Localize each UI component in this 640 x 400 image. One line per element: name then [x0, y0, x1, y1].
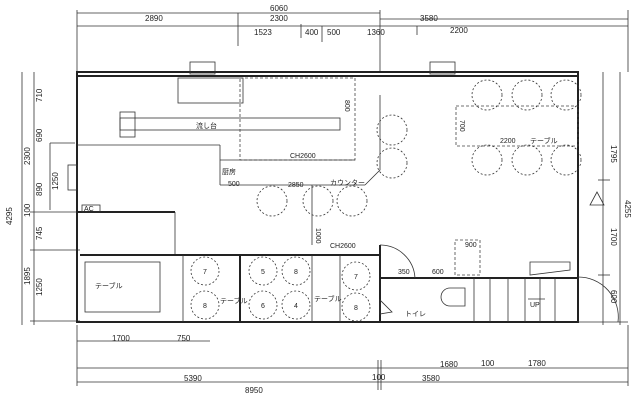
- table-mid-label: テーブル: [220, 296, 248, 305]
- dim-710: 710: [35, 88, 44, 102]
- dim-890: 890: [35, 182, 44, 196]
- dim-8950: 8950: [245, 386, 263, 395]
- stool-number: 8: [354, 305, 358, 312]
- dim-2850: 2850: [288, 182, 304, 189]
- dim-5390: 5390: [184, 374, 202, 383]
- dim-1780: 1780: [528, 359, 546, 368]
- dim-1700: 1700: [609, 228, 618, 246]
- dim-750: 750: [177, 334, 191, 343]
- dim-690: 690: [35, 128, 44, 142]
- ceiling-height-b: CH2600: [330, 243, 356, 250]
- ac-label: AC: [84, 206, 94, 213]
- dim-1795: 1795: [609, 145, 618, 163]
- dim-500: 500: [327, 28, 341, 37]
- dim-1680: 1680: [440, 360, 458, 369]
- ceiling-height-a: CH2600: [290, 153, 316, 160]
- dim-1523: 1523: [254, 28, 272, 37]
- dim-100-bottom: 100: [481, 359, 495, 368]
- dim-6060: 6060: [270, 4, 288, 13]
- stool-number: 7: [354, 274, 358, 281]
- stool-number: 4: [294, 303, 298, 310]
- dim-100-mid: 100: [372, 373, 386, 382]
- stool-number: 6: [261, 303, 265, 310]
- top-dimensions: 6060 2890 2300 3580 1523 400 500 1360 22…: [76, 4, 629, 72]
- counter-label: カウンター: [330, 178, 365, 187]
- right-dimensions: 1795 1700 600 4255: [598, 72, 632, 325]
- dim-2200: 2200: [450, 26, 468, 35]
- sink-label: 流し台: [196, 121, 217, 130]
- dim-745: 745: [35, 226, 44, 240]
- dim-3580-bottom: 3580: [422, 374, 440, 383]
- dim-4255: 4255: [623, 200, 632, 218]
- dim-2300: 2300: [270, 14, 288, 23]
- counter-stools: [256, 185, 368, 217]
- stool-number: 7: [203, 269, 207, 276]
- dim-100: 100: [23, 203, 32, 217]
- dim-4295: 4295: [5, 207, 14, 225]
- kitchen-label: 厨房: [222, 167, 236, 176]
- up-label: UP: [530, 302, 540, 309]
- bottom-dimensions: 1700 750 1680 100 1780 5390 100 3580 895…: [76, 325, 629, 395]
- dim-2300-left: 2300: [23, 147, 32, 165]
- dim-600-inner: 600: [432, 269, 444, 276]
- bottom-seating: テーブル 7 8 5 8 6 4 7 8 テーブル テーブル: [84, 256, 371, 322]
- dim-1360: 1360: [367, 28, 385, 37]
- stool-number: 5: [261, 269, 265, 276]
- stool-number: 8: [203, 303, 207, 310]
- dim-700: 700: [458, 120, 465, 132]
- stool-number: 8: [294, 269, 298, 276]
- table-left-label: テーブル: [95, 281, 123, 290]
- dim-1250: 1250: [35, 278, 44, 296]
- kitchen-area: 流し台 CH2600 厨房 500 2850 カウンター CH2600 1000…: [67, 61, 456, 250]
- toilet-label: トイレ: [405, 311, 426, 318]
- dim-1895: 1895: [23, 267, 32, 285]
- dim-1700-bottom: 1700: [112, 334, 130, 343]
- dim-900: 900: [465, 242, 477, 249]
- dim-1250-inner: 1250: [51, 172, 60, 190]
- table-mid2-label: テーブル: [314, 294, 342, 303]
- left-dimensions: 710 690 890 2300 1250 100 745 1895 1250 …: [5, 72, 80, 325]
- dim-3580: 3580: [420, 14, 438, 23]
- dim-2200-table: 2200: [500, 138, 516, 145]
- table-right-label: テーブル: [530, 136, 558, 145]
- toilet-area: トイレ 900 600 350 UP: [379, 191, 605, 318]
- dining-table-right: 2200 テーブル 700: [376, 79, 582, 179]
- dim-500-inner: 500: [228, 181, 240, 188]
- dim-800: 800: [343, 100, 350, 112]
- dim-2890: 2890: [145, 14, 163, 23]
- dim-1000: 1000: [314, 228, 321, 244]
- dim-400: 400: [305, 28, 319, 37]
- dim-350: 350: [398, 269, 410, 276]
- dim-600: 600: [609, 290, 618, 304]
